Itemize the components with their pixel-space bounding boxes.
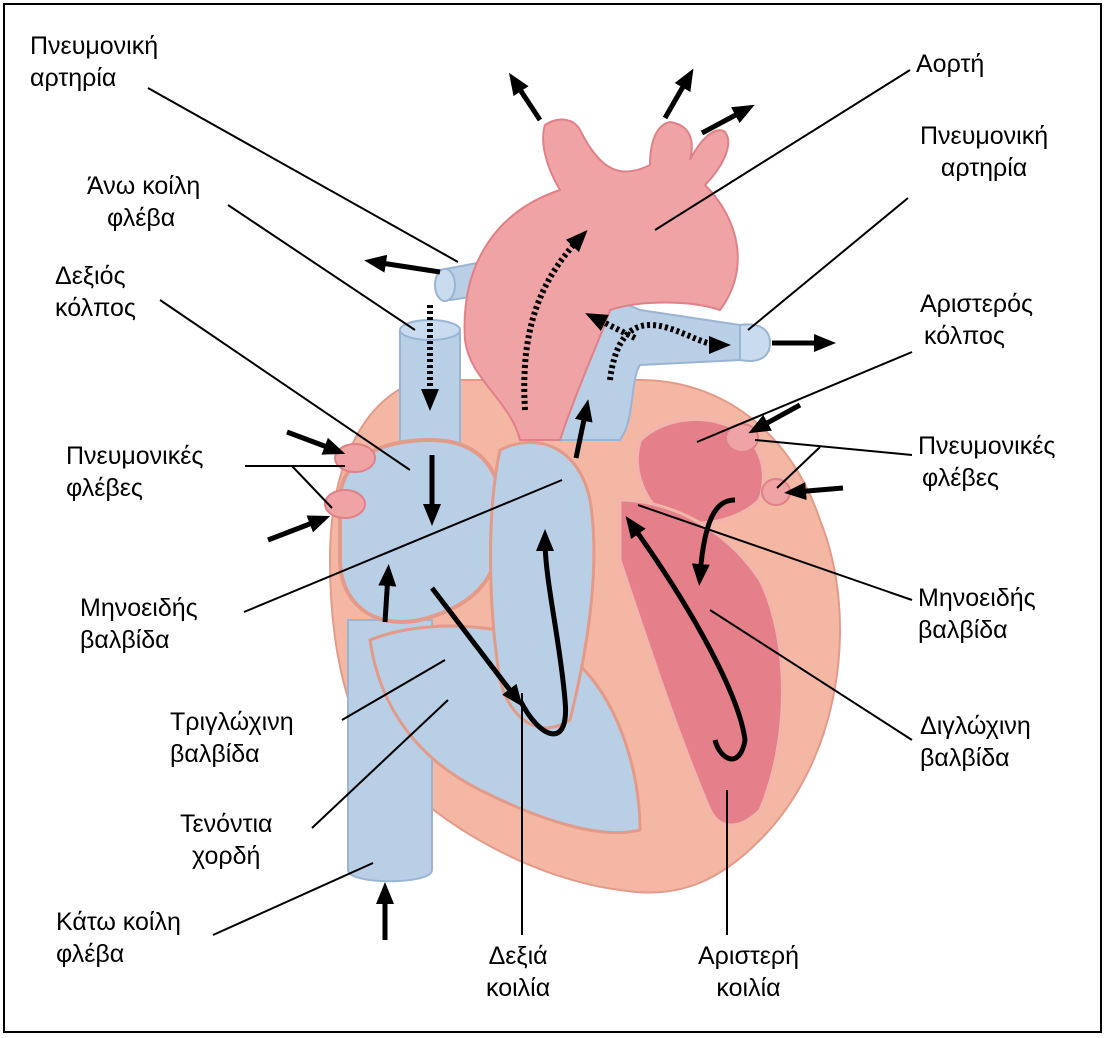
label-line: Μηνοειδής	[80, 592, 198, 624]
label-line: αρτηρία	[920, 152, 1048, 184]
label-line: Τενόντια	[180, 808, 272, 840]
label-line: φλέβες	[918, 462, 1055, 494]
label-line: Μηνοειδής	[918, 582, 1036, 614]
label-line: βαλβίδα	[170, 738, 294, 770]
label-line: βαλβίδα	[80, 624, 198, 656]
label-line: Αριστερός	[920, 288, 1033, 320]
label-line: Πνευμονική	[30, 30, 158, 62]
label-line: φλέβα	[56, 938, 181, 970]
label-line: Τριγλώχινη	[170, 706, 294, 738]
label-line: κόλπος	[920, 320, 1033, 352]
label-line: βαλβίδα	[918, 614, 1036, 646]
label-aorta: Αορτή	[916, 48, 984, 80]
label-semilunar-valve-right: Μηνοειδής βαλβίδα	[918, 582, 1036, 646]
label-line: κόλπος	[55, 292, 136, 324]
label-line: Αορτή	[916, 48, 984, 80]
label-semilunar-valve-left: Μηνοειδής βαλβίδα	[80, 592, 198, 656]
label-line: Κάτω κοίλη	[56, 906, 181, 938]
label-tricuspid-valve: Τριγλώχινη βαλβίδα	[170, 706, 294, 770]
label-pulmonary-artery-right: Πνευμονική αρτηρία	[920, 120, 1048, 184]
pulmonary-vein-l2	[325, 490, 365, 518]
label-superior-vena-cava: Άνω κοίλη φλέβα	[87, 170, 200, 234]
label-chordae-tendineae: Τενόντια χορδή	[180, 808, 272, 872]
label-right-ventricle: Δεξιά κοιλία	[486, 940, 550, 1004]
label-line: Πνευμονικές	[66, 440, 203, 472]
label-line: Άνω κοίλη	[87, 170, 200, 202]
label-line: χορδή	[180, 840, 272, 872]
label-line: φλέβες	[66, 472, 203, 504]
pulmonary-vein-l1	[335, 444, 375, 472]
label-line: Αριστερή	[698, 940, 799, 972]
label-pulmonary-artery-left: Πνευμονική αρτηρία	[30, 30, 158, 94]
label-left-atrium: Αριστερός κόλπος	[920, 288, 1033, 352]
label-line: αρτηρία	[30, 62, 158, 94]
label-line: Πνευμονικές	[918, 430, 1055, 462]
label-inferior-vena-cava: Κάτω κοίλη φλέβα	[56, 906, 181, 970]
label-line: φλέβα	[87, 202, 200, 234]
label-line: Πνευμονική	[920, 120, 1048, 152]
label-line: Δεξιός	[55, 260, 136, 292]
pulmonary-vein-r2	[762, 479, 790, 505]
label-line: κοιλία	[698, 972, 799, 1004]
label-line: βαλβίδα	[920, 742, 1031, 774]
label-pulmonary-veins-right: Πνευμονικές φλέβες	[918, 430, 1055, 494]
label-line: Διγλώχινη	[920, 710, 1031, 742]
label-bicuspid-valve: Διγλώχινη βαλβίδα	[920, 710, 1031, 774]
label-pulmonary-veins-left: Πνευμονικές φλέβες	[66, 440, 203, 504]
label-right-atrium: Δεξιός κόλπος	[55, 260, 136, 324]
label-line: Δεξιά	[486, 940, 550, 972]
label-line: κοιλία	[486, 972, 550, 1004]
label-left-ventricle: Αριστερή κοιλία	[698, 940, 799, 1004]
